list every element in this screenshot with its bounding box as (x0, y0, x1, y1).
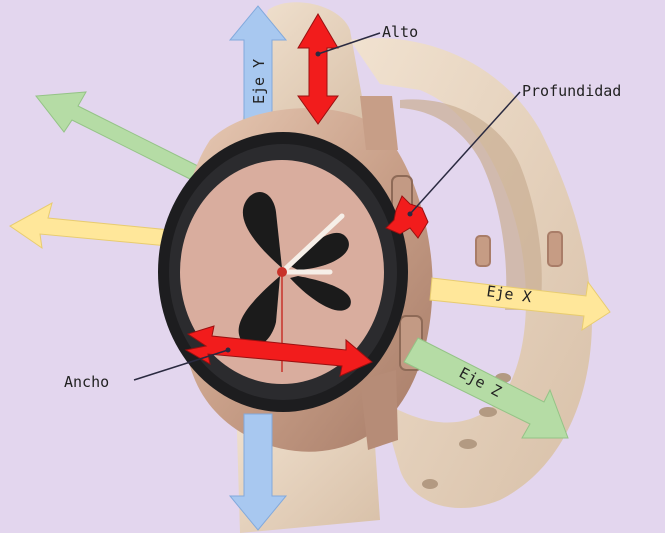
ancho-leader-dot (226, 348, 231, 353)
case-lug-top (360, 96, 398, 150)
label-eje-y: Eje Y (250, 59, 268, 104)
label-alto: Alto (382, 23, 418, 41)
label-profundidad: Profundidad (522, 82, 621, 100)
x-axis-arrow-left (10, 203, 170, 248)
hand-pivot (277, 267, 287, 277)
label-ancho: Ancho (64, 373, 109, 391)
z-axis-arrow-left (36, 92, 198, 180)
profundidad-leader-dot (408, 212, 413, 217)
alto-leader-dot (316, 52, 321, 57)
